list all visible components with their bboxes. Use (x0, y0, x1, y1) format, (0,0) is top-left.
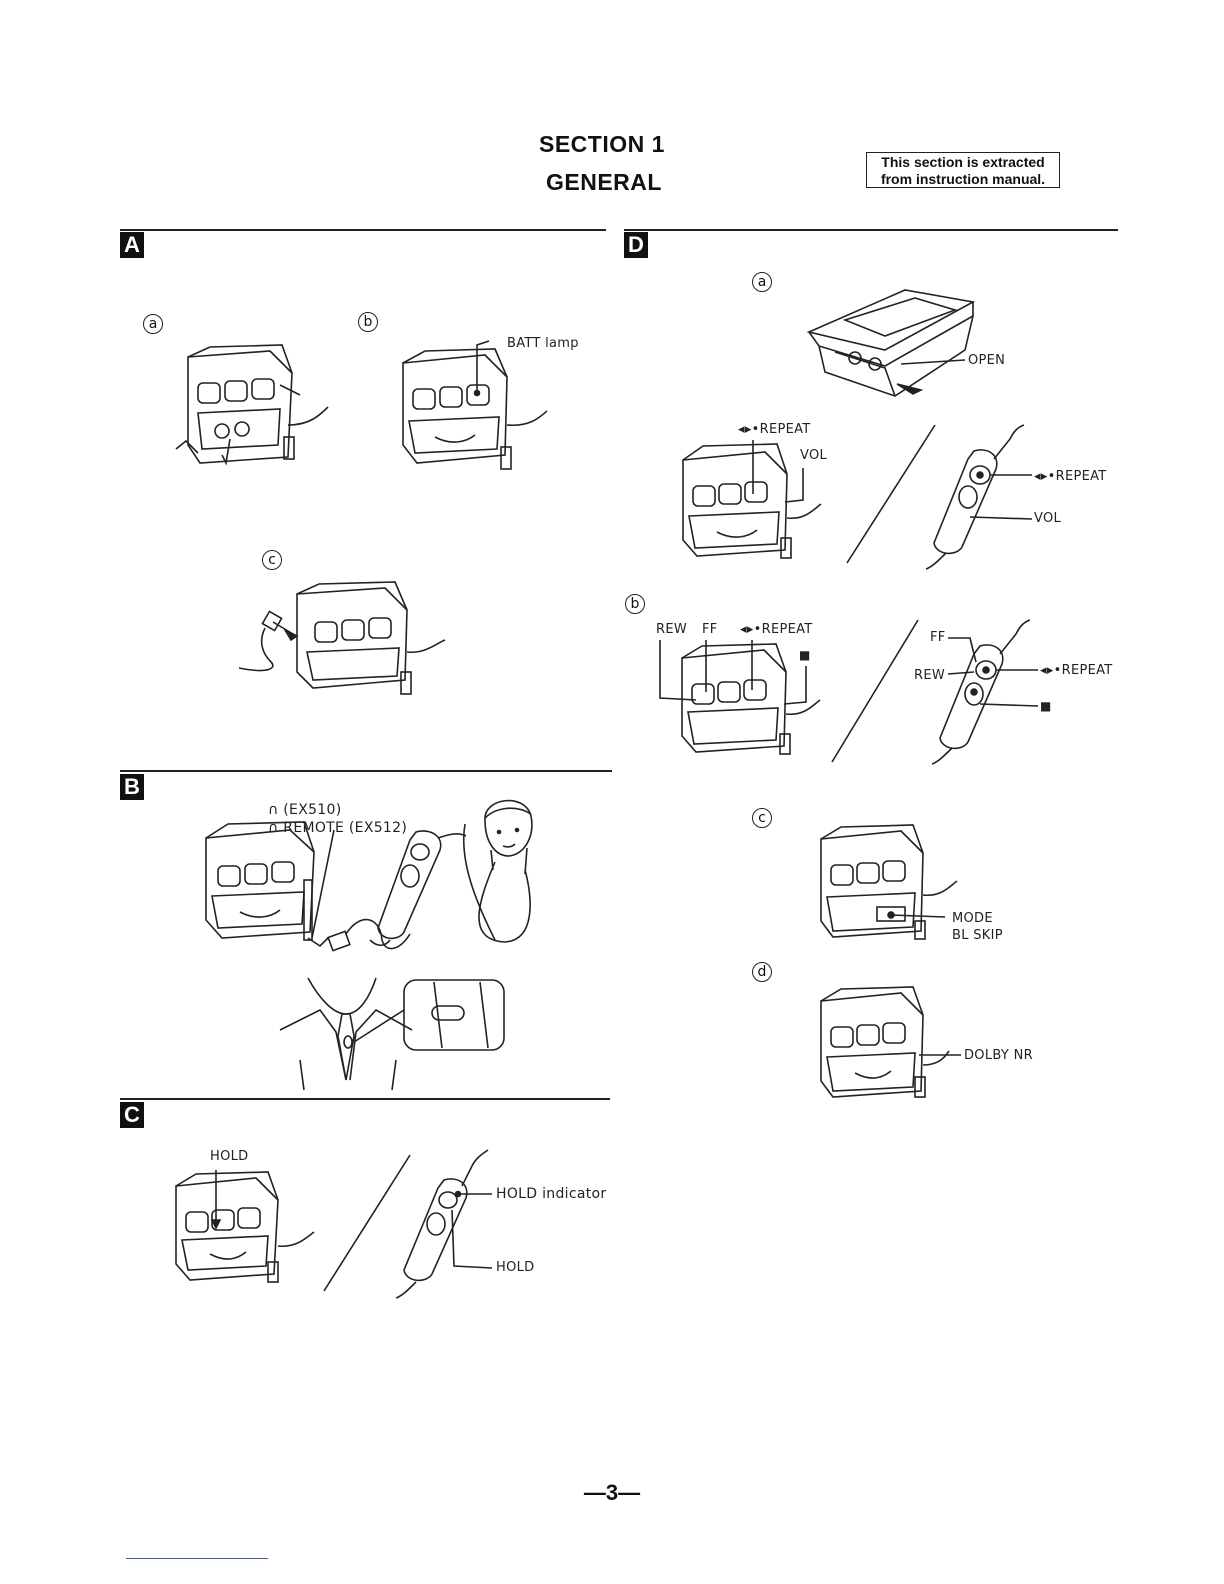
mode-label: MODE (952, 911, 993, 926)
cassette-player-icon (170, 345, 330, 475)
repeat-b-label: ◂▸•REPEAT (740, 622, 813, 637)
cassette-player-icon (805, 280, 990, 400)
section-b-badge: B (120, 774, 144, 800)
page-number: —3— (0, 1480, 1224, 1506)
section-d-rule (624, 229, 1118, 231)
divider-slash (828, 620, 923, 765)
headphone-ex510-label: ∩ (EX510) (268, 802, 341, 818)
bl-skip-label: BL SKIP (952, 928, 1003, 943)
marker-d-b: b (625, 594, 645, 614)
section-d-badge: D (624, 232, 648, 258)
marker-d-c: c (752, 808, 772, 828)
vol-label: VOL (800, 448, 827, 463)
marker-d-d: d (752, 962, 772, 982)
hold-label: HOLD (210, 1149, 248, 1164)
cassette-player-icon (235, 580, 450, 700)
batt-lamp-label: BATT lamp (507, 336, 579, 351)
repeat-b-remote-label: ◂▸•REPEAT (1040, 663, 1113, 678)
extract-note-line2: from instruction manual. (867, 171, 1059, 188)
section-c-badge: C (120, 1102, 144, 1128)
remote-control-icon (392, 1150, 502, 1300)
ff-label: FF (702, 622, 718, 637)
section-title: SECTION 1 (539, 131, 665, 158)
stop-label: ■ (799, 648, 811, 662)
cassette-player-icon (815, 825, 965, 945)
section-b-rule (120, 770, 612, 772)
marker-a-b: b (358, 312, 378, 332)
open-label: OPEN (968, 353, 1005, 368)
stop-remote-label: ■ (1040, 699, 1052, 713)
dolby-nr-label: DOLBY NR (964, 1048, 1033, 1063)
repeat-remote-label: ◂▸•REPEAT (1034, 469, 1107, 484)
extract-note: This section is extracted from instructi… (866, 152, 1060, 188)
cassette-player-icon (170, 1170, 320, 1290)
general-title: GENERAL (546, 169, 662, 196)
section-a-rule (120, 229, 606, 231)
headphones-person-icon (455, 790, 550, 950)
marker-d-a: a (752, 272, 772, 292)
bottom-link-rule (126, 1558, 268, 1559)
hold-indicator-label: HOLD indicator (496, 1186, 606, 1202)
ff-remote-label: FF (930, 630, 946, 645)
cassette-player-icon (395, 345, 555, 480)
marker-a-a: a (143, 314, 163, 334)
extract-note-line1: This section is extracted (867, 154, 1059, 171)
section-a-badge: A (120, 232, 144, 258)
marker-a-c: c (262, 550, 282, 570)
remote-ex512-label: ∩ REMOTE (EX512) (268, 820, 407, 836)
rew-remote-label: REW (914, 668, 945, 683)
hold-remote-label: HOLD (496, 1260, 534, 1275)
cassette-player-icon (815, 985, 965, 1105)
clip-icon (280, 970, 520, 1090)
remote-control-icon (920, 425, 1040, 570)
repeat-label: ◂▸•REPEAT (738, 422, 811, 437)
section-c-rule (120, 1098, 610, 1100)
rew-label: REW (656, 622, 687, 637)
vol-remote-label: VOL (1034, 511, 1061, 526)
